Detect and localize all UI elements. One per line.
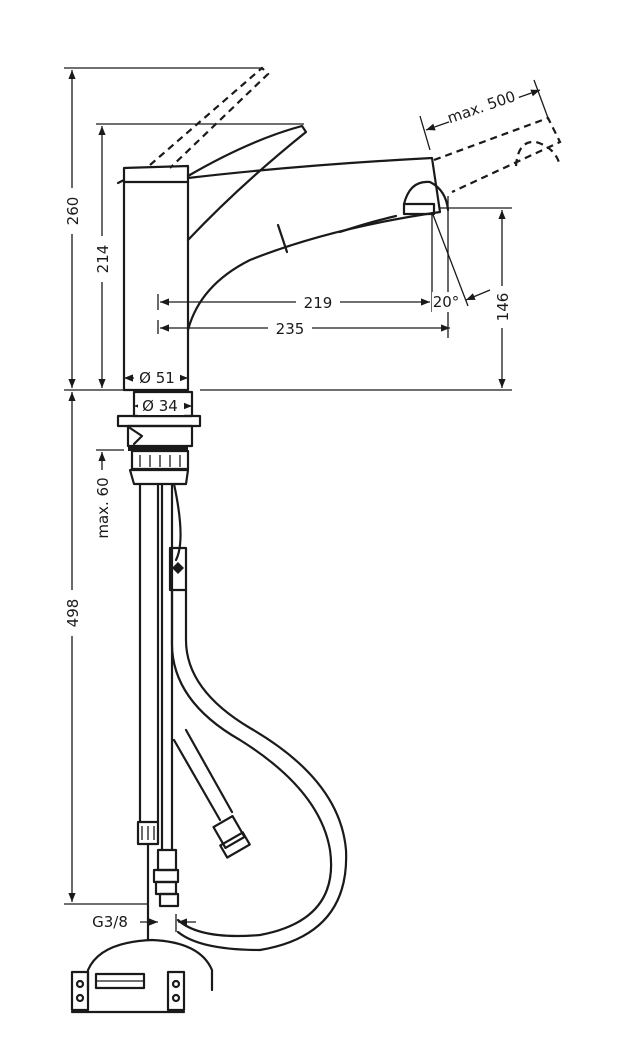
spray-pulled-outline xyxy=(433,116,562,193)
dimension-label-diameter-34: Ø 34 xyxy=(142,397,178,415)
pullout-hose xyxy=(168,482,348,952)
dimension-connection-thread: G3/8 xyxy=(92,913,196,932)
dimension-hose-length: 498 xyxy=(62,392,148,905)
dimension-outlet-height: 146 xyxy=(200,207,512,391)
dimension-body-height: 214 xyxy=(92,123,304,388)
dimension-label-diameter-51: Ø 51 xyxy=(139,369,175,387)
mounting-assembly xyxy=(116,390,202,486)
faucet-body xyxy=(116,124,450,392)
dimension-label-260: 260 xyxy=(64,197,82,226)
dimension-reach-inner: 219 xyxy=(157,292,430,312)
dimension-label-235: 235 xyxy=(276,320,305,338)
dimension-reach-outer: 235 xyxy=(157,318,450,338)
handle-raised-outline xyxy=(149,66,270,169)
dimension-label-498: 498 xyxy=(64,599,82,628)
dimension-max-pullout: max. 500 xyxy=(419,79,549,151)
dimension-body-diameter: Ø 51 xyxy=(124,367,188,387)
dimension-label-20-degrees: 20° xyxy=(433,293,460,311)
dimension-label-219: 219 xyxy=(304,294,333,312)
dimension-total-height: 260 xyxy=(62,67,262,391)
dimension-shank-diameter: Ø 34 xyxy=(134,395,192,415)
dimension-label-146: 146 xyxy=(494,293,512,322)
supply-pipes xyxy=(136,482,180,942)
dimension-label-214: 214 xyxy=(94,245,112,274)
dimension-label-max-500: max. 500 xyxy=(445,87,518,127)
dimension-label-max-60: max. 60 xyxy=(94,477,112,538)
mounting-bracket xyxy=(70,938,214,1014)
dimension-label-g38: G3/8 xyxy=(92,913,128,931)
dimension-spray-angle: 20° xyxy=(431,196,491,338)
dimension-counter-thickness: max. 60 xyxy=(94,449,124,539)
